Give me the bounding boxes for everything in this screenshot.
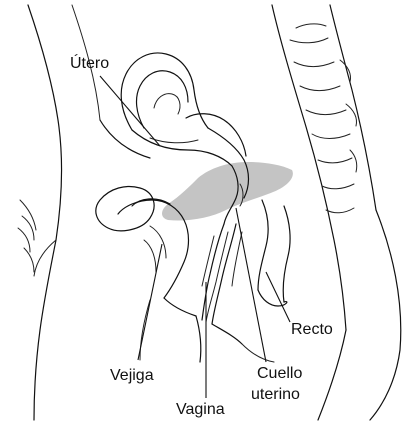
gluteal-fold bbox=[318, 330, 346, 420]
uterus-shape bbox=[121, 53, 246, 166]
vagina-shape bbox=[202, 224, 242, 324]
label-cervix-line2: uterino bbox=[251, 386, 300, 403]
leader-rectum bbox=[266, 272, 290, 322]
label-vagina: Vagina bbox=[176, 401, 225, 418]
leader-uterus bbox=[100, 76, 160, 146]
buttock-outline bbox=[370, 210, 401, 420]
rectum-shape bbox=[258, 200, 290, 306]
leader-bladder bbox=[138, 244, 162, 360]
sacrum-spine bbox=[272, 5, 376, 330]
label-rectum: Recto bbox=[291, 321, 333, 338]
perineum-outline bbox=[140, 298, 274, 362]
label-bladder: Vejiga bbox=[110, 367, 154, 384]
shaded-region bbox=[162, 162, 293, 221]
label-cervix-line1: Cuello bbox=[257, 365, 302, 382]
label-uterus: Útero bbox=[70, 53, 109, 72]
pubic-bone bbox=[96, 187, 154, 231]
leader-cervix bbox=[236, 208, 266, 362]
